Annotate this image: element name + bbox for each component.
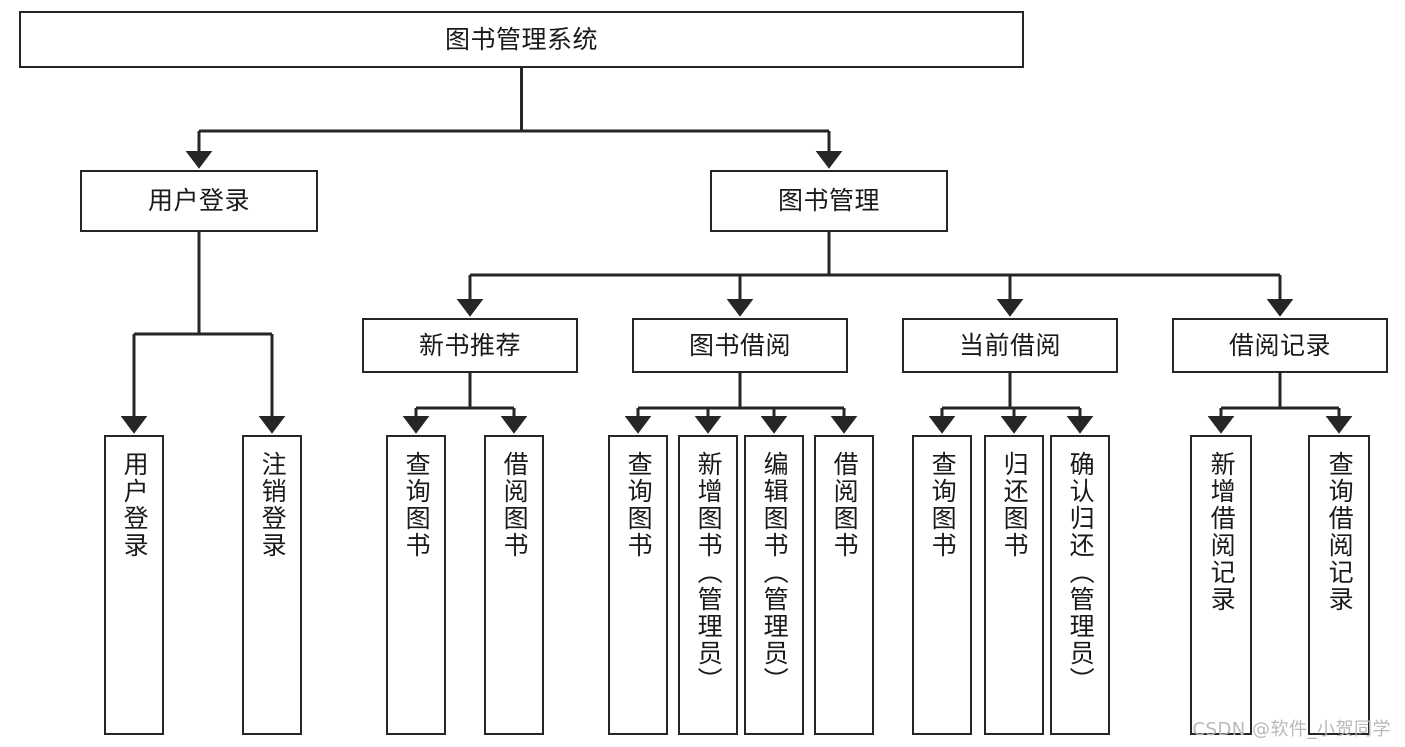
node-leaf-query-book-1-label: 查询图书 — [402, 451, 432, 559]
node-leaf-query-record-label: 查询借阅记录 — [1325, 451, 1355, 613]
node-user-login-label: 用户登录 — [147, 186, 250, 215]
node-leaf-borrow-book-1-label: 借阅图书 — [500, 451, 530, 559]
node-leaf-query-book-3[interactable]: 查询图书 — [912, 435, 972, 735]
node-user-login[interactable]: 用户登录 — [80, 170, 318, 232]
node-borrow-record-label: 借阅记录 — [1228, 330, 1331, 360]
node-leaf-borrow-book-2[interactable]: 借阅图书 — [814, 435, 874, 735]
node-leaf-add-book-label: 新增图书（管理员） — [694, 451, 724, 694]
node-root[interactable]: 图书管理系统 — [19, 11, 1024, 68]
node-borrow-record[interactable]: 借阅记录 — [1172, 318, 1388, 373]
node-book-manage-label: 图书管理 — [777, 186, 880, 215]
node-leaf-borrow-book-1[interactable]: 借阅图书 — [484, 435, 544, 735]
node-book-borrow[interactable]: 图书借阅 — [632, 318, 848, 373]
node-leaf-return-book-label: 归还图书 — [1000, 451, 1030, 559]
node-book-borrow-label: 图书借阅 — [688, 330, 791, 360]
node-leaf-borrow-book-2-label: 借阅图书 — [830, 451, 860, 559]
node-current-borrow[interactable]: 当前借阅 — [902, 318, 1118, 373]
node-book-manage[interactable]: 图书管理 — [710, 170, 948, 232]
node-leaf-query-book-2-label: 查询图书 — [624, 451, 654, 559]
node-new-book-recommend-label: 新书推荐 — [418, 330, 521, 360]
node-leaf-logout-label: 注销登录 — [258, 451, 288, 559]
node-leaf-add-record[interactable]: 新增借阅记录 — [1190, 435, 1252, 735]
node-leaf-confirm-return[interactable]: 确认归还（管理员） — [1050, 435, 1110, 735]
node-root-label: 图书管理系统 — [444, 24, 598, 54]
node-leaf-add-record-label: 新增借阅记录 — [1207, 451, 1237, 613]
node-leaf-user-login[interactable]: 用户登录 — [104, 435, 164, 735]
node-leaf-return-book[interactable]: 归还图书 — [984, 435, 1044, 735]
node-leaf-confirm-return-label: 确认归还（管理员） — [1066, 451, 1096, 694]
node-leaf-query-book-2[interactable]: 查询图书 — [608, 435, 668, 735]
node-leaf-query-book-1[interactable]: 查询图书 — [386, 435, 446, 735]
node-leaf-query-record[interactable]: 查询借阅记录 — [1308, 435, 1370, 735]
node-leaf-logout[interactable]: 注销登录 — [242, 435, 302, 735]
node-current-borrow-label: 当前借阅 — [958, 330, 1061, 360]
node-new-book-recommend[interactable]: 新书推荐 — [362, 318, 578, 373]
node-leaf-query-book-3-label: 查询图书 — [928, 451, 958, 559]
node-leaf-user-login-label: 用户登录 — [120, 451, 150, 559]
node-leaf-edit-book[interactable]: 编辑图书（管理员） — [744, 435, 804, 735]
node-leaf-add-book[interactable]: 新增图书（管理员） — [678, 435, 738, 735]
node-leaf-edit-book-label: 编辑图书（管理员） — [760, 451, 790, 694]
